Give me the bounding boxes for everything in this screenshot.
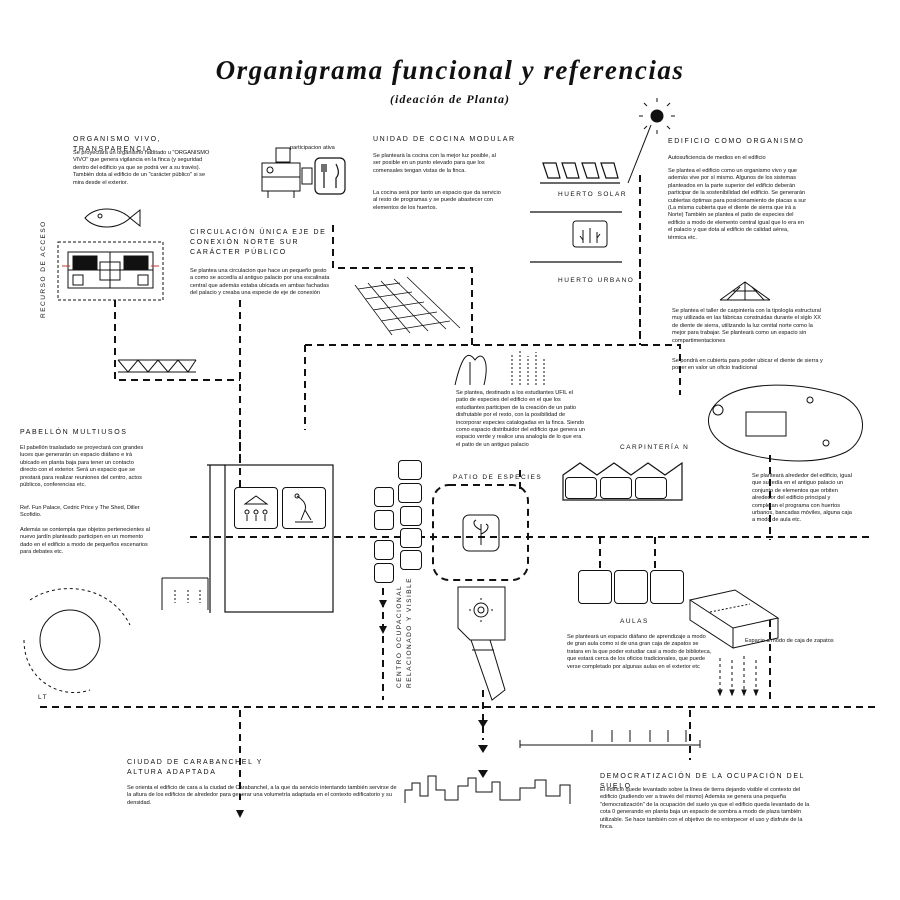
upper-connector-line [305, 344, 681, 395]
fish-icon [84, 208, 141, 228]
saw-icon [650, 570, 684, 604]
page-subtitle: (ideación de Planta) [390, 92, 510, 106]
gear-icon [457, 586, 506, 641]
cutlery-icon [314, 157, 346, 195]
plant-icon [572, 220, 608, 248]
saw-icon [614, 570, 648, 604]
pabellon-box [207, 464, 334, 613]
trees-icon [454, 350, 545, 386]
palace-plan-icon [57, 241, 164, 301]
hanger-group-icon [234, 487, 278, 529]
carabanchel-text: Se orienta el edificio de cara a la ciud… [127, 785, 397, 806]
arc-sun-icon [23, 588, 131, 694]
cocina-text-2: La cocina será por tanto un espacio que … [373, 190, 501, 211]
solar-panels-icon [530, 162, 622, 263]
aulas-caja-label: Espacio a modo de caja de zapatos [745, 638, 834, 644]
centro-label-2: RELACIONADO Y VISIBLE [406, 576, 413, 688]
saw-icon [374, 563, 394, 583]
carabanchel-heading: CIUDAD DE CARABANCHEL Y ALTURA ADAPTADA [127, 759, 263, 776]
alrededor-text: Se plantearà alrededor del edificio, igu… [752, 473, 852, 524]
lt-label: LT [38, 694, 49, 701]
carpinteria-taller-text-2: Se pondrà en cubierta para poder ubicar … [672, 358, 823, 372]
participacion-label: participacion ativa [290, 145, 335, 151]
carpinteria-roof [562, 461, 683, 501]
democratizacion-text: El edificio quede levantado sobre la lín… [600, 787, 810, 831]
ladder-icon [398, 460, 422, 480]
sculpture-icon [282, 487, 326, 529]
edificio-text-1: Autosuficiencia de medios en el edificio [668, 155, 766, 161]
edificio-text-2: Se plantea el edificio como un organismo… [668, 168, 807, 241]
saw-icon [600, 477, 632, 499]
shoebox-icon [688, 589, 780, 649]
cooking-pot-icon [261, 147, 313, 198]
pabellon-text-2: Ref. Fun Palace, Cedric Price y The Shed… [20, 505, 140, 519]
carpinteria-taller-text-1: Se plantea el taller de carpintería con … [672, 308, 821, 344]
circulacion-text: Se plantea una circulacion que hace un p… [190, 268, 330, 297]
skyline-icon [404, 775, 571, 804]
organismo-text: Se proyectará un organismo habitado u "O… [73, 150, 210, 186]
truss-icon [117, 359, 197, 373]
ground-line [519, 730, 701, 748]
huerto-urbano-label: HUERTO URBANO [558, 277, 635, 284]
pabellon-heading: PABELLÓN MULTIUSOS [20, 429, 128, 436]
cocina-text-1: Se plantearà la cocina con la mejor luz … [373, 153, 496, 174]
plant-icon [462, 514, 500, 552]
carpinteria-label: CARPINTERÍA N [620, 444, 690, 451]
aulas-heading: AULAS [620, 618, 649, 625]
organismo-heading: ORGANISMO VIVO, TRANSPARENCIA. [73, 136, 162, 153]
saw-icon [374, 540, 394, 560]
saw-icon [374, 487, 394, 507]
pabellon-text-1: El pabellón trasladado se proyectará con… [20, 445, 144, 489]
pabellon-text-3: Además se contempla que objetos pertenec… [20, 527, 150, 556]
patio-especies-label: PATIO DE ESPECIES [453, 474, 543, 481]
circulacion-heading: CIRCULACIÓN ÚNICA EJE DE CONEXIÓN NORTE … [190, 229, 327, 256]
recurso-line [114, 300, 240, 381]
page-title: Organigrama funcional y referencias [215, 55, 685, 85]
recurso-label: RECURSO DE ACCESO [40, 220, 47, 318]
saw-icon [578, 570, 612, 604]
ladder-icon [400, 550, 422, 570]
ramp-icon [470, 639, 506, 701]
sun-icon [627, 98, 675, 184]
cocina-heading: UNIDAD DE COCINA MODULAR [373, 136, 516, 143]
huerto-solar-label: HUERTO SOLAR [558, 191, 628, 198]
rail-perspective [354, 276, 461, 336]
patio-text: Se plantea, destinado a los estudiantes … [456, 390, 586, 448]
pavilion-elevation [161, 577, 209, 610]
ladder-icon [400, 528, 422, 548]
rain-lines [719, 656, 757, 690]
saw-icon [374, 510, 394, 530]
edificio-heading: EDIFICIO COMO ORGANISMO [668, 138, 805, 145]
ladder-icon [400, 506, 422, 526]
saw-icon [635, 477, 667, 499]
down-arrows [379, 548, 488, 778]
democratizacion-heading: DEMOCRATIZACIÓN DE LA OCUPACIÓN DEL SUEL… [600, 773, 805, 790]
aulas-text: Se plantearà un espacio diáfano de apren… [567, 634, 712, 670]
orbit-icon [708, 384, 863, 462]
centro-label-1: CENTRO OCUPACIONAL [396, 584, 403, 688]
patio-box [432, 484, 529, 581]
saw-icon [565, 477, 597, 499]
bottom-arrows [236, 810, 244, 818]
cocina-line [332, 225, 473, 345]
ladder-icon [398, 483, 422, 503]
sawtooth-roof-icon [719, 281, 771, 301]
